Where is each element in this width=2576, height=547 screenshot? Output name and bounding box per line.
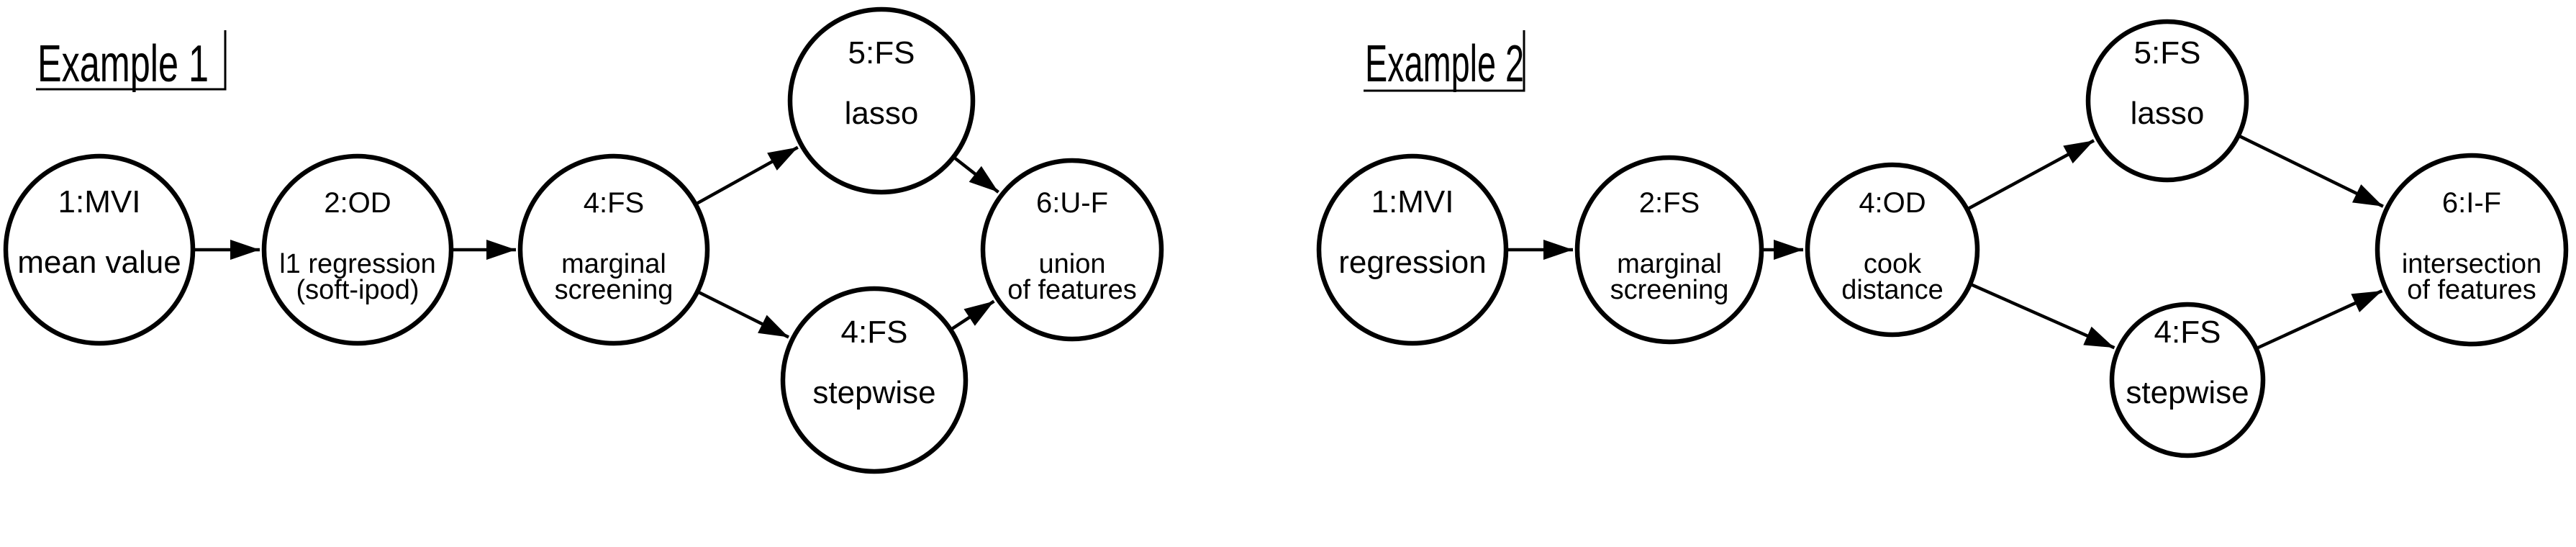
diagram-node-2-1: 1:MVI regression [1316, 153, 1509, 346]
edge-arrow-1-4b-to-6 [951, 299, 995, 330]
edge-arrow-2-4b-to-6 [2257, 289, 2383, 350]
node-circle [1805, 162, 1980, 338]
node-label: lasso [845, 96, 919, 131]
example-1-title: Example 1 [37, 35, 209, 93]
node-label: stepwise [2126, 375, 2249, 410]
node-label: screening [555, 275, 674, 305]
node-title: 4:FS [841, 315, 908, 350]
node-circle [3, 153, 196, 346]
node-label: l1 regression [279, 249, 436, 279]
example-2-header: Example 2 [1364, 30, 1525, 93]
node-circle [2085, 19, 2249, 183]
node-label: union [1039, 249, 1106, 279]
example-2-title: Example 2 [1365, 35, 1524, 93]
edge-arrow-1-5-to-6 [954, 157, 999, 194]
edge-arrow-2-4-to-5 [1968, 139, 2095, 210]
edge-arrow-2-4-to-4b [1971, 283, 2115, 350]
node-title: 5:FS [2134, 35, 2201, 71]
node-circle [2109, 302, 2266, 458]
node-label: marginal [1617, 249, 1722, 279]
edge-arrow-2-5-to-6 [2239, 135, 2384, 208]
node-label: marginal [561, 249, 666, 279]
node-label: of features [2407, 275, 2536, 305]
node-label: cook [1864, 249, 1922, 279]
node-label: screening [1610, 275, 1729, 305]
node-title: 1:MVI [58, 184, 141, 220]
node-title: 6:U-F [1036, 187, 1108, 219]
node-title: 4:FS [584, 187, 644, 219]
node-circle [1574, 155, 1764, 345]
edges-layer [195, 135, 2384, 350]
node-label: intersection [2402, 249, 2541, 279]
node-circle [517, 153, 710, 346]
node-circle [261, 153, 454, 346]
node-label: lasso [2131, 96, 2205, 131]
nodes-layer: 1:MVI mean value 2:OD l1 regression(soft-ip… [3, 6, 2569, 474]
example-1-header: Example 1 [36, 30, 227, 93]
node-label: regression [1338, 245, 1486, 280]
node-title: 1:MVI [1371, 184, 1454, 220]
node-circle [2375, 153, 2569, 347]
node-title: 4:FS [2154, 315, 2221, 350]
node-circle [1316, 153, 1509, 346]
node-title: 2:OD [324, 187, 391, 219]
edge-arrow-1-4-to-4b [698, 291, 790, 339]
node-label: stepwise [812, 375, 935, 410]
node-circle [787, 6, 976, 195]
node-title: 2:FS [1639, 187, 1700, 219]
node-title: 5:FS [848, 35, 915, 71]
diagram-node-1-1: 1:MVI mean value [3, 153, 196, 346]
node-title: 6:I-F [2442, 187, 2501, 219]
node-label: distance [1841, 275, 1944, 305]
node-circle [980, 158, 1164, 342]
diagram-node-2-4b: 4:FS stepwise [2109, 302, 2266, 458]
example-1-title-border [36, 30, 227, 91]
node-label: mean value [17, 245, 181, 280]
node-circle [780, 286, 969, 474]
diagram-node-1-2: 2:OD l1 regression(soft-ipod) [261, 153, 454, 346]
node-label: (soft-ipod) [296, 275, 419, 305]
example-2-title-border [1364, 30, 1525, 92]
node-label: of features [1007, 275, 1137, 305]
edge-arrow-1-4-to-5 [697, 145, 799, 205]
node-title: 4:OD [1859, 187, 1926, 219]
diagram-node-1-4b: 4:FS stepwise [780, 286, 969, 474]
diagram-node-1-5: 5:FS lasso [787, 6, 976, 195]
diagram-node-2-5: 5:FS lasso [2085, 19, 2249, 183]
